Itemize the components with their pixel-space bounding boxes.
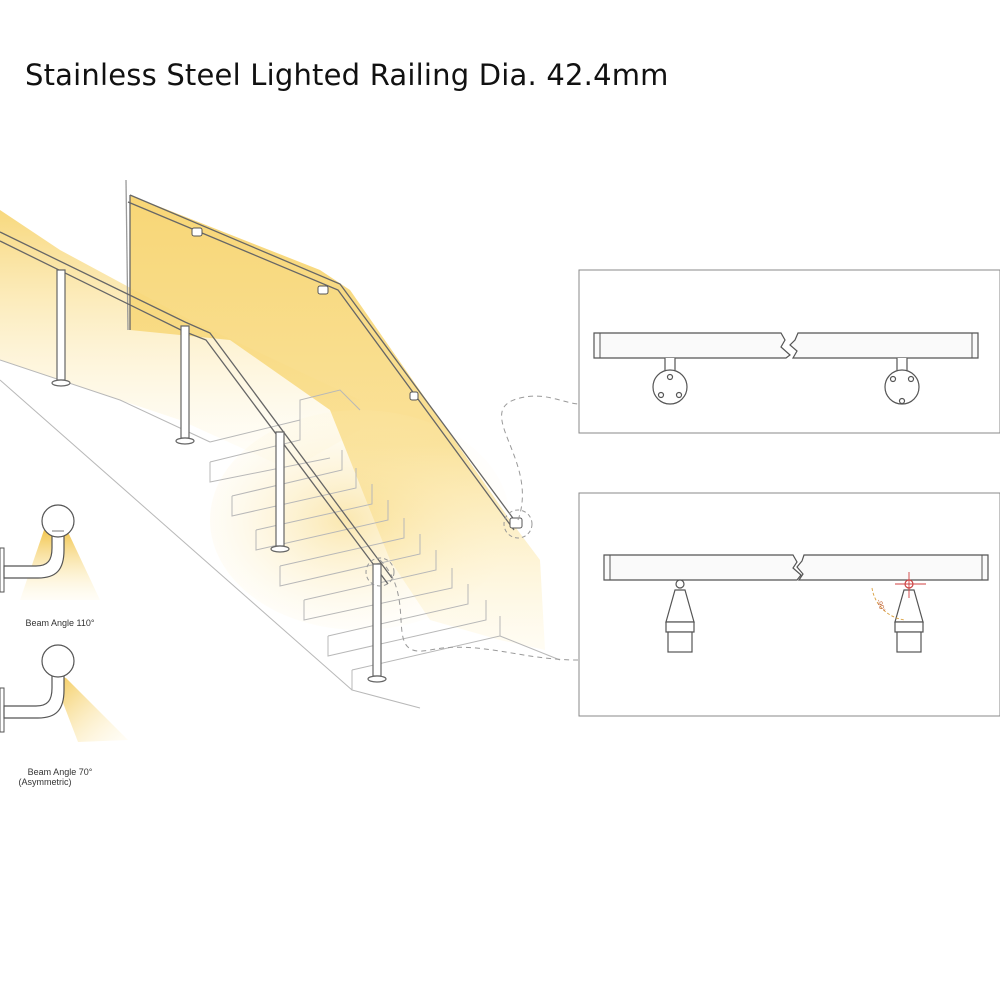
detail-panel-post: -90° (578, 492, 1000, 717)
stair-glow (210, 410, 510, 630)
angle-indicator (871, 572, 926, 621)
left-wall-glow (0, 210, 360, 470)
beam-label-110-text: Beam Angle 110° (25, 618, 95, 628)
wall-bracket-right (884, 358, 920, 405)
post-adapter-right (894, 579, 924, 653)
beam-70-light (52, 674, 128, 742)
beam-icon-110 (0, 504, 100, 600)
beam-label-70-note: (Asymmetric) (18, 777, 72, 787)
railing-posts (51, 269, 387, 683)
staircase (0, 359, 561, 709)
detail-panel-wall (578, 269, 1000, 434)
callout-wall (501, 395, 579, 521)
page-title: Stainless Steel Lighted Railing Dia. 42.… (25, 58, 669, 92)
handrail-section-110 (41, 504, 75, 538)
post-handrail (0, 231, 393, 585)
stair-scene (0, 179, 579, 709)
handrail-section-70 (41, 644, 75, 678)
handrail-profile (593, 332, 791, 359)
beam-label-70: Beam Angle 70° (Asymmetric) (8, 767, 112, 787)
post-adapter-left (665, 579, 695, 653)
wall-bracket-left (652, 358, 688, 405)
beam-label-110: Beam Angle 110° (8, 618, 112, 628)
beam-icon-70 (0, 644, 128, 742)
beam-label-70-text: Beam Angle 70° (27, 767, 93, 777)
wall-brackets (191, 227, 523, 529)
